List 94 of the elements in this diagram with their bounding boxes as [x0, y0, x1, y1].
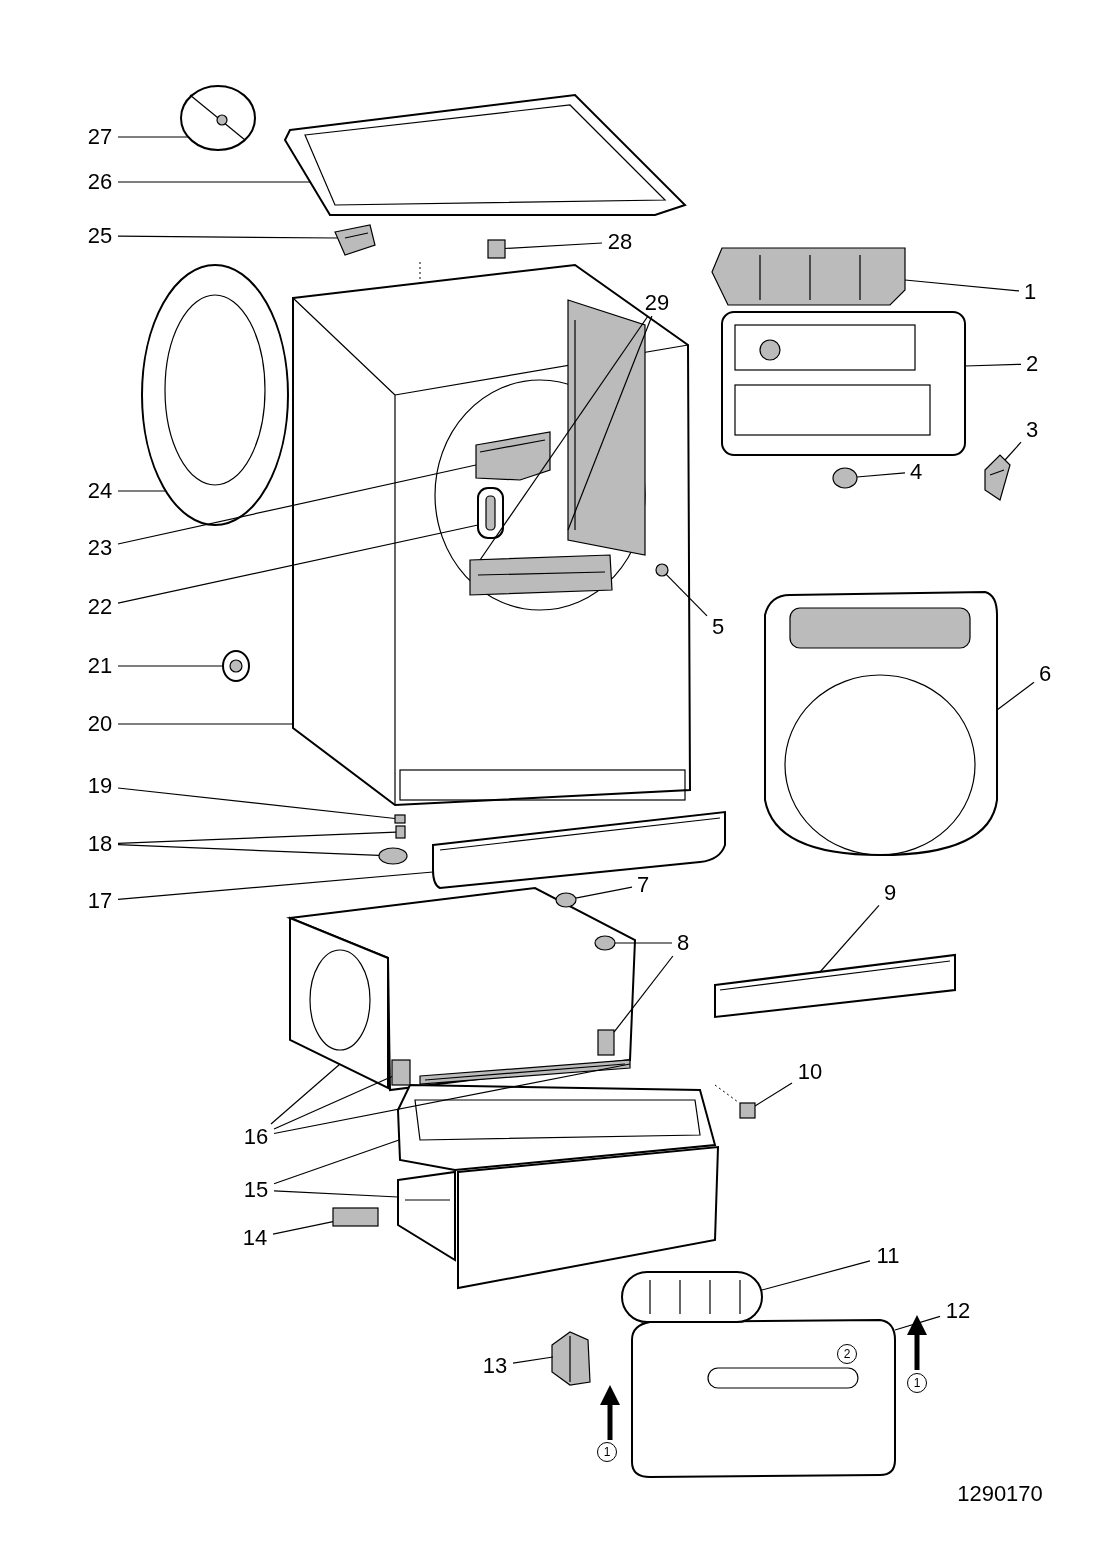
drawer-side-drawing — [397, 1170, 456, 1262]
callout-number: 2 — [1025, 352, 1039, 376]
leader-line — [273, 1139, 400, 1185]
leader-line — [117, 831, 397, 844]
foot-drawing — [594, 935, 616, 951]
screw-set-drawing — [180, 85, 256, 151]
drawing-number: 1290170 — [957, 1482, 1043, 1506]
leader-line — [894, 1315, 941, 1331]
leader-line — [117, 723, 294, 725]
leader-line — [856, 472, 906, 478]
top-panel-drawing — [283, 93, 687, 216]
rail-drawing — [419, 1059, 631, 1085]
clip-drawing — [739, 1102, 756, 1119]
leader-line — [575, 886, 633, 899]
callout-number: 14 — [242, 1226, 268, 1250]
callout-number: 5 — [711, 615, 725, 639]
callout-number: 19 — [87, 774, 113, 798]
step-number: 1 — [597, 1442, 617, 1462]
leader-line — [117, 490, 167, 492]
leader-line — [614, 942, 673, 944]
callout-number: 23 — [87, 536, 113, 560]
leader-line — [1004, 441, 1022, 461]
leader-line — [117, 235, 338, 239]
spring-drawing — [395, 825, 406, 839]
valve-drawing — [332, 1207, 379, 1227]
callout-number: 20 — [87, 712, 113, 736]
callout-number: 28 — [607, 230, 633, 254]
leader-line — [996, 681, 1035, 711]
leader-line — [117, 464, 477, 545]
callout-number: 10 — [797, 1060, 823, 1084]
leader-line — [479, 315, 649, 561]
nut-drawing — [394, 814, 406, 824]
foot-drawing — [555, 892, 577, 908]
leader-line — [117, 136, 189, 138]
leader-line — [272, 1221, 334, 1235]
hook-drawing — [551, 1331, 591, 1386]
leader-line — [273, 1075, 393, 1130]
leader-line — [117, 665, 224, 667]
leader-line — [904, 279, 1020, 292]
leader-line — [117, 787, 396, 820]
callout-number: 9 — [883, 881, 897, 905]
callout-number: 3 — [1025, 418, 1039, 442]
callout-number: 15 — [243, 1178, 269, 1202]
callout-number: 29 — [644, 291, 670, 315]
foot-drawing — [378, 847, 408, 865]
callout-number: 1 — [1023, 280, 1037, 304]
callout-number: 22 — [87, 595, 113, 619]
leader-line — [567, 315, 653, 531]
bar-drawing — [621, 1271, 763, 1323]
callout-number: 13 — [482, 1354, 508, 1378]
callout-number: 4 — [909, 460, 923, 484]
step-number: 1 — [907, 1373, 927, 1393]
cap-drawing — [222, 650, 250, 682]
clip-drawing — [984, 454, 1011, 501]
callout-number: 12 — [945, 1299, 971, 1323]
clip-drawing — [334, 224, 376, 256]
callout-number: 7 — [636, 873, 650, 897]
callout-number: 8 — [676, 931, 690, 955]
leader-line — [754, 1082, 793, 1107]
leader-line — [117, 524, 479, 604]
leader-line — [819, 904, 880, 973]
cover-strip-drawing — [714, 953, 956, 1019]
drawer-front-drawing — [631, 1319, 896, 1478]
callout-number: 17 — [87, 889, 113, 913]
leader-line — [665, 573, 708, 617]
side-panel-drawing — [289, 916, 389, 1090]
leader-line — [512, 1356, 554, 1364]
leader-line — [273, 1063, 631, 1135]
callout-number: 6 — [1038, 662, 1052, 686]
front-panel-drawing — [764, 591, 998, 856]
leader-line — [273, 1190, 399, 1198]
rail-drawing — [391, 1059, 411, 1086]
knob-drawing — [832, 467, 858, 489]
foot-drawing — [597, 1029, 615, 1056]
leader-line — [117, 871, 434, 900]
clip-drawing — [487, 239, 506, 259]
leader-line — [270, 1063, 341, 1125]
callout-number: 27 — [87, 125, 113, 149]
callout-number: 18 — [87, 832, 113, 856]
leader-line — [613, 955, 674, 1033]
callout-number: 25 — [87, 224, 113, 248]
callout-number: 24 — [87, 479, 113, 503]
leader-line — [504, 242, 603, 250]
control-panel-drawing — [721, 311, 966, 456]
callout-number: 11 — [876, 1244, 900, 1268]
leader-line — [117, 181, 311, 183]
callout-number: 16 — [243, 1125, 269, 1149]
leader-line — [964, 363, 1022, 367]
leader-line — [117, 844, 380, 856]
leader-line — [761, 1260, 871, 1291]
door-seal-drawing — [141, 264, 289, 526]
callout-number: 26 — [87, 170, 113, 194]
bracket-drawing — [711, 247, 906, 306]
callout-number: 21 — [87, 654, 113, 678]
